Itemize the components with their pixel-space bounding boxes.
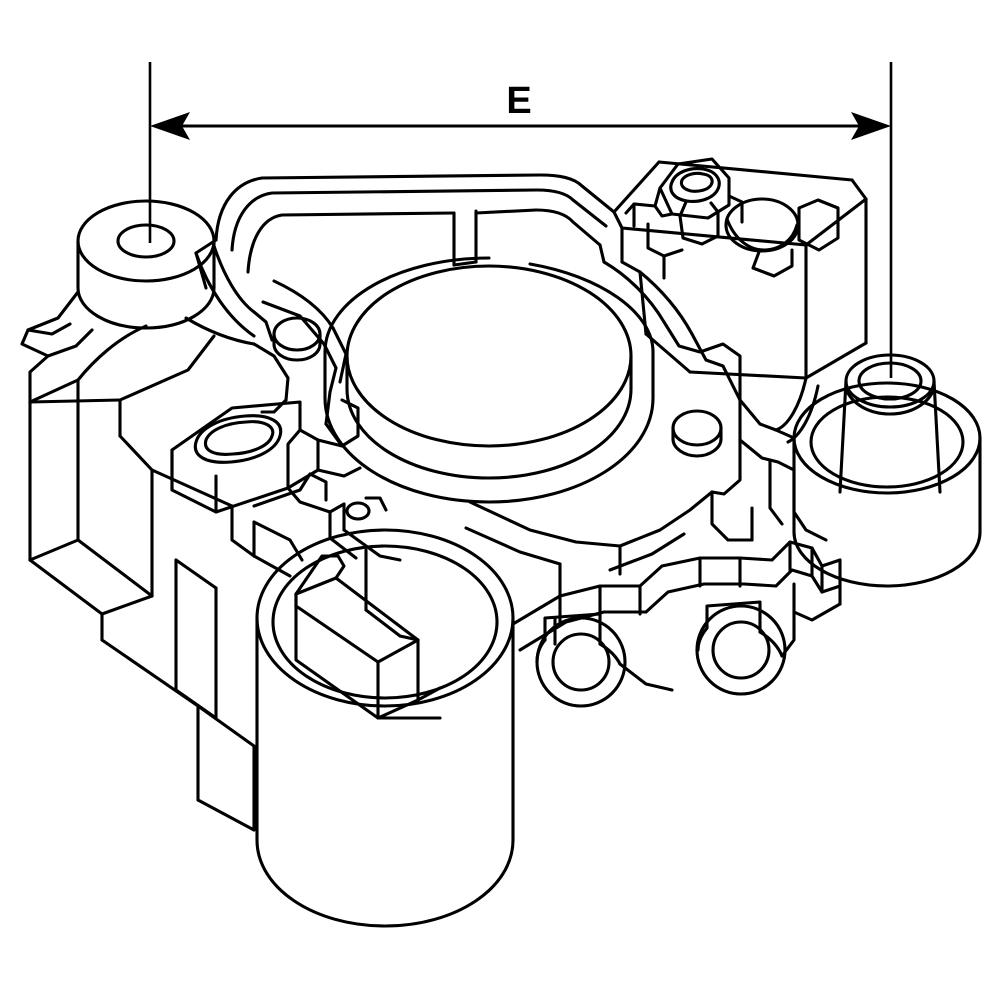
right-tube-bore (857, 361, 923, 401)
connector-notch-right (797, 198, 840, 252)
right-tube-front-lip (844, 387, 936, 416)
tiny-pin-left (345, 501, 371, 521)
terminal-pocket-oval-inner (679, 171, 714, 193)
mounting-lug-left-bore (551, 632, 611, 692)
left-boss-bore (116, 223, 176, 259)
dome-wall (345, 354, 633, 480)
deck-surfaces (252, 310, 714, 598)
oval-slot-pad (170, 400, 320, 514)
brush-cyl-wall (255, 616, 515, 928)
slot-oval-inner (203, 420, 275, 456)
raised-pins (272, 316, 723, 458)
top-rim-rail (214, 173, 616, 274)
arrowhead-left-icon (150, 112, 190, 140)
terminal-pocket-oval (669, 167, 721, 203)
brush-cyl-rim-inner (271, 544, 499, 700)
left-housing-block (20, 290, 256, 832)
arrowhead-right-icon (851, 112, 891, 140)
connector-hole-depth (725, 217, 799, 252)
lower-ribs-and-lugs (511, 540, 842, 708)
right-mounting-boss (792, 353, 982, 588)
dimension-annotation-E: E (148, 62, 893, 378)
connector-block (612, 157, 868, 380)
left-boss-wall (76, 239, 216, 330)
brush-holder-cylinder (255, 528, 515, 928)
right-cup-inner-rim (809, 395, 965, 489)
connector-tab-lower (751, 248, 794, 278)
mounting-lug-right-bore (711, 620, 771, 680)
left-mounting-boss (76, 199, 256, 346)
regulator-body (20, 157, 982, 928)
brush-tab-top (294, 554, 346, 596)
terminal-pocket-outer (658, 157, 731, 220)
right-cup-wall (792, 436, 982, 588)
pin-mid-right-wall (671, 426, 723, 458)
dimension-label-E: E (506, 80, 531, 122)
slot-pad-outline (170, 400, 302, 514)
slot-oval-outer (193, 414, 283, 464)
mid-left-webbing (230, 398, 388, 578)
pin-upper-left-wall (272, 332, 322, 362)
right-lower-webbing (710, 438, 828, 542)
